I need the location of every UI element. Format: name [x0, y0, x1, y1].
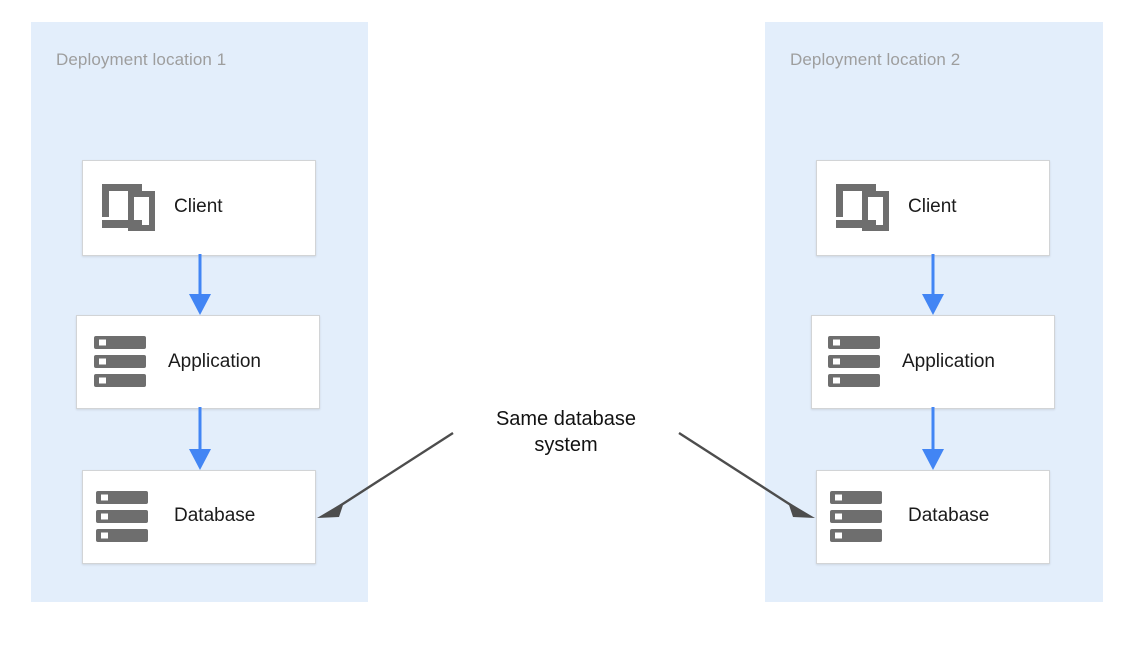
flow-arrow-client-to-application-1	[189, 254, 211, 315]
node-application-1-label: Application	[168, 351, 261, 372]
server-icon	[830, 491, 888, 548]
server-icon	[94, 336, 152, 393]
node-application-1[interactable]	[76, 315, 320, 409]
node-database-1-label: Database	[174, 505, 256, 526]
node-database-2-label: Database	[908, 505, 990, 526]
node-client-1-label: Client	[174, 196, 223, 217]
devices-icon	[98, 182, 156, 237]
annotation-arrow-left	[317, 431, 454, 518]
flow-arrow-application-to-database-1	[189, 407, 211, 470]
flow-arrow-client-to-application-2	[922, 254, 944, 315]
node-client-1[interactable]	[82, 160, 316, 256]
devices-icon	[832, 182, 890, 237]
deployment-zone-2-title: Deployment location 2	[790, 50, 961, 69]
server-icon	[828, 336, 886, 393]
node-application-2-label: Application	[902, 351, 995, 372]
annotation-same-database-system: Same database system	[495, 408, 637, 456]
node-client-2-label: Client	[908, 196, 957, 217]
server-icon	[96, 491, 154, 548]
flow-arrow-application-to-database-2	[922, 407, 944, 470]
annotation-arrow-right	[678, 431, 815, 518]
deployment-zone-1-title: Deployment location 1	[56, 50, 227, 69]
